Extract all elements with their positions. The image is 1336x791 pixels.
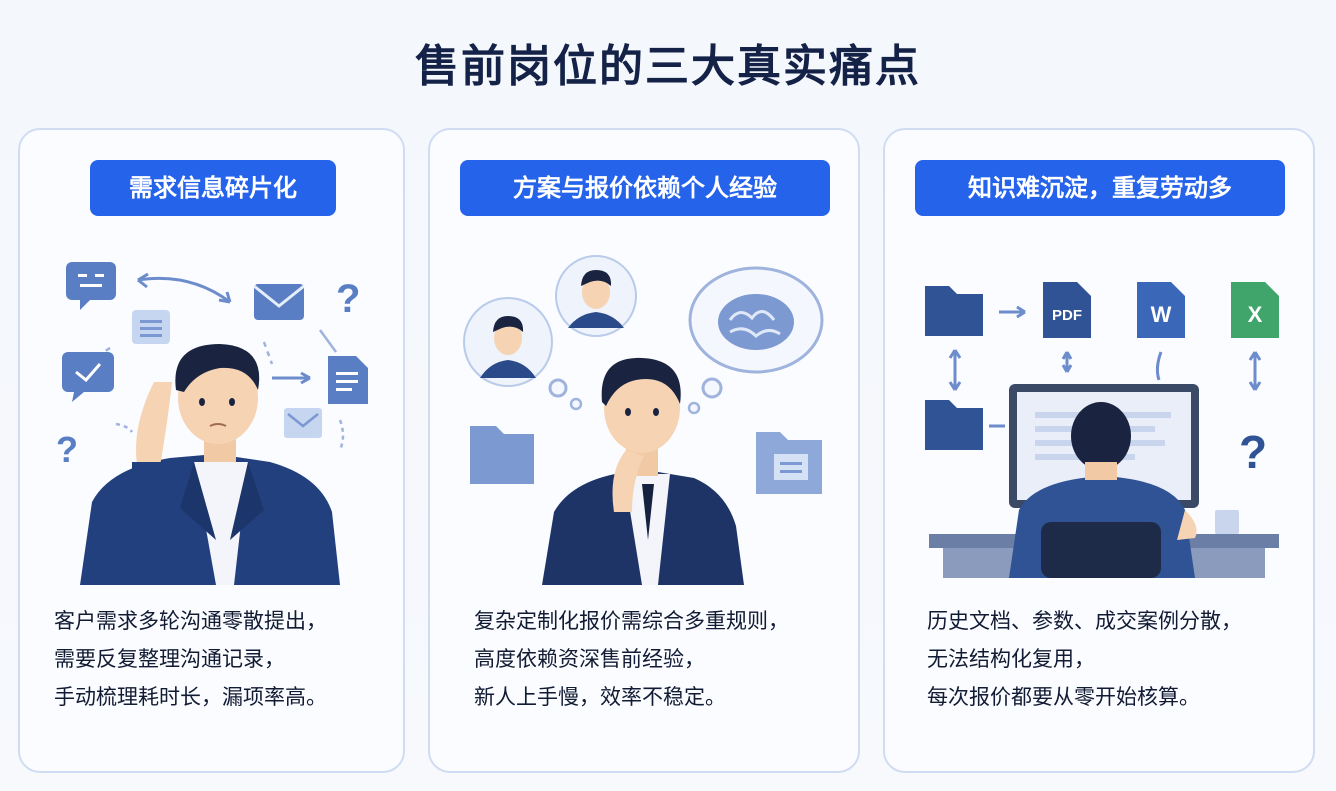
card-description: 客户需求多轮沟通零散提出， 需要反复整理沟通记录， 手动梳理耗时长，漏项率高。 xyxy=(54,602,383,716)
description-line: 每次报价都要从零开始核算。 xyxy=(927,685,1200,709)
description-line: 手动梳理耗时长，漏项率高。 xyxy=(54,685,327,709)
question-mark-icon: ? xyxy=(56,429,78,470)
folder-document-icon xyxy=(756,432,822,494)
message-bubble-icon xyxy=(62,352,114,402)
expert-avatar-icon xyxy=(555,255,637,337)
card-heading: 知识难沉淀，重复劳动多 xyxy=(915,160,1285,216)
description-line: 新人上手慢，效率不稳定。 xyxy=(474,685,726,709)
thinking-person xyxy=(542,357,744,585)
svg-text:W: W xyxy=(1151,302,1172,327)
document-icon xyxy=(328,356,368,404)
svg-text:PDF: PDF xyxy=(1052,307,1082,324)
small-mail-icon xyxy=(284,408,322,438)
confused-person xyxy=(80,344,340,585)
description-line: 需要反复整理沟通记录， xyxy=(54,647,285,671)
excel-file-icon: X xyxy=(1231,282,1279,338)
colleague-avatar-icon xyxy=(463,297,553,387)
page-title: 售前岗位的三大真实痛点 xyxy=(415,41,921,92)
envelope-icon xyxy=(253,284,305,320)
svg-text:X: X xyxy=(1248,302,1263,327)
desk-worker-illustration: PDF W X ? xyxy=(925,282,1279,578)
worker-person xyxy=(1009,402,1197,578)
card-description: 复杂定制化报价需综合多重规则， 高度依赖资深售前经验， 新人上手慢，效率不稳定。 xyxy=(474,602,838,716)
pain-point-card-fragmented-requirements: 需求信息碎片化 ? xyxy=(18,128,405,773)
description-line: 无法结构化复用， xyxy=(927,647,1095,671)
confused-person-illustration: ? xyxy=(56,262,368,585)
thinking-person-illustration xyxy=(463,255,824,585)
cup-icon xyxy=(1215,510,1239,534)
question-mark-icon: ? xyxy=(336,277,360,321)
document-card-icon xyxy=(132,310,170,344)
brain-thought-icon xyxy=(687,266,824,415)
word-file-icon: W xyxy=(1137,282,1185,338)
folder-icon xyxy=(470,426,534,484)
pain-point-card-knowledge-not-retained: 知识难沉淀，重复劳动多 PDF W X xyxy=(883,128,1315,773)
description-line: 高度依赖资深售前经验， xyxy=(474,647,705,671)
question-mark-icon: ? xyxy=(1239,426,1267,478)
description-line: 历史文档、参数、成交案例分散， xyxy=(927,609,1242,633)
card-heading: 方案与报价依赖个人经验 xyxy=(460,160,830,216)
folder-icon xyxy=(925,400,983,450)
pdf-file-icon: PDF xyxy=(1043,282,1091,338)
chat-bubble-icon xyxy=(66,262,116,310)
folder-icon xyxy=(925,286,983,336)
description-line: 客户需求多轮沟通零散提出， xyxy=(54,609,327,633)
description-line: 复杂定制化报价需综合多重规则， xyxy=(474,609,789,633)
card-heading: 需求信息碎片化 xyxy=(90,160,336,216)
card-description: 历史文档、参数、成交案例分散， 无法结构化复用， 每次报价都要从零开始核算。 xyxy=(927,602,1293,716)
pain-point-card-experience-dependent: 方案与报价依赖个人经验 xyxy=(428,128,860,773)
